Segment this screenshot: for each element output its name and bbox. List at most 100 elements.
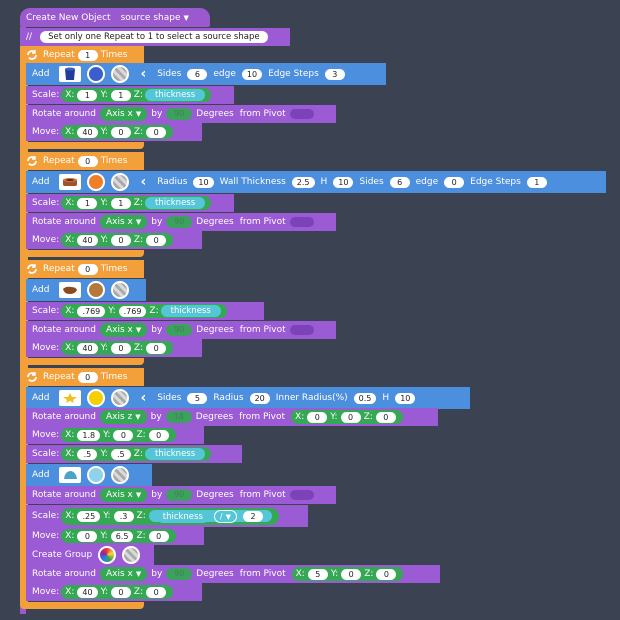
repeat-block-2[interactable]: Repeat 0 Times (20, 152, 144, 170)
rotate-block[interactable]: Rotate around Axis x▼ by 90 Degrees from… (26, 486, 336, 504)
pivot-z-input[interactable]: 0 (375, 411, 396, 423)
color-swatch[interactable] (87, 389, 106, 407)
move-x-input[interactable]: 40 (77, 586, 98, 598)
move-z-input[interactable]: 0 (148, 530, 169, 542)
param-input[interactable]: 20 (249, 392, 270, 404)
move-y-input[interactable]: 6.5 (110, 530, 134, 542)
param-input[interactable]: 0.5 (353, 392, 377, 404)
rotate-block[interactable]: Rotate around Axis x▼ by 90 Degrees from… (26, 565, 440, 583)
param-input[interactable]: 5 (187, 392, 208, 404)
repeat-count-input[interactable]: 0 (77, 155, 98, 167)
repeat-block-1[interactable]: Repeat 1 Times (20, 46, 144, 64)
cap-icon[interactable] (59, 467, 82, 483)
pivot-z-input[interactable]: 0 (376, 568, 397, 580)
pivot-y-input[interactable]: 0 (341, 568, 362, 580)
rotate-block[interactable]: Rotate around Axis z▼ by 18 Degrees from… (26, 408, 438, 426)
color-swatch[interactable] (87, 173, 106, 191)
create-new-object-block[interactable]: Create New Object source shape▼ (20, 8, 210, 27)
divide-operator-block[interactable]: thickness/▼2 (148, 510, 272, 523)
axis-dropdown[interactable]: Axis x▼ (99, 215, 148, 229)
move-x-input[interactable]: 40 (77, 126, 98, 138)
param-input[interactable]: 10 (193, 176, 214, 188)
hole-toggle[interactable] (111, 281, 130, 299)
scale-y-input[interactable]: 1 (110, 89, 131, 101)
scale-x-input[interactable]: .25 (77, 510, 101, 522)
thickness-variable[interactable]: thickness (145, 89, 206, 101)
rotate-block[interactable]: Rotate around Axis x▼ by 90 Degrees from… (26, 213, 336, 231)
chevron-left-icon[interactable]: ‹ (140, 390, 147, 406)
hole-toggle[interactable] (111, 466, 130, 484)
rotate-block[interactable]: Rotate around Axis x▼ by 90 Degrees from… (26, 321, 336, 339)
pivot-slot[interactable] (289, 325, 314, 335)
move-z-input[interactable]: 0 (146, 342, 167, 354)
param-input[interactable]: 10 (395, 392, 416, 404)
move-x-input[interactable]: 0 (77, 530, 98, 542)
color-swatch[interactable] (87, 65, 106, 83)
rotate-block[interactable]: Rotate around Axis x▼ by 90 Degrees from… (26, 105, 336, 123)
repeat-block-3[interactable]: Repeat 0 Times (20, 260, 144, 278)
move-z-input[interactable]: 0 (148, 429, 169, 441)
tube-icon[interactable] (59, 174, 82, 190)
degrees-input[interactable]: 90 (166, 568, 193, 580)
move-y-input[interactable]: 0 (110, 234, 131, 246)
scale-x-input[interactable]: .769 (77, 305, 106, 317)
move-y-input[interactable]: 0 (110, 342, 131, 354)
axis-dropdown[interactable]: Axis x▼ (99, 107, 148, 121)
repeat-count-input[interactable]: 0 (77, 263, 98, 275)
param-input[interactable]: 3 (324, 68, 345, 80)
comment-block[interactable]: // Set only one Repeat to 1 to select a … (20, 28, 290, 46)
star-icon[interactable] (59, 390, 82, 406)
thickness-variable[interactable]: thickness (156, 511, 209, 523)
scale-y-input[interactable]: 1 (110, 197, 131, 209)
scale-y-input[interactable]: .769 (118, 305, 147, 317)
degrees-input[interactable]: 90 (166, 216, 193, 228)
param-input[interactable]: 0 (444, 176, 465, 188)
pivot-slot[interactable] (289, 217, 314, 227)
pivot-slot[interactable] (289, 109, 314, 119)
pivot-x-input[interactable]: 0 (307, 411, 328, 423)
move-y-input[interactable]: 0 (113, 429, 134, 441)
pivot-slot[interactable] (289, 490, 314, 500)
hole-toggle[interactable] (111, 65, 130, 83)
degrees-input[interactable]: 90 (166, 324, 193, 336)
repeat-count-input[interactable]: 0 (77, 371, 98, 383)
degrees-input[interactable]: 90 (166, 489, 193, 501)
scale-y-input[interactable]: .5 (110, 448, 131, 460)
move-x-input[interactable]: 40 (77, 342, 98, 354)
move-z-input[interactable]: 0 (146, 586, 167, 598)
move-z-input[interactable]: 0 (146, 126, 167, 138)
param-input[interactable]: 10 (333, 176, 354, 188)
move-x-input[interactable]: 40 (77, 234, 98, 246)
hole-toggle[interactable] (111, 389, 130, 407)
chevron-left-icon[interactable]: ‹ (140, 174, 147, 190)
chevron-left-icon[interactable]: ‹ (140, 66, 147, 82)
repeat-block-4[interactable]: Repeat 0 Times (20, 368, 144, 386)
param-input[interactable]: 6 (187, 68, 208, 80)
thickness-variable[interactable]: thickness (145, 448, 206, 460)
scale-x-input[interactable]: .5 (77, 448, 98, 460)
move-x-input[interactable]: 1.8 (77, 429, 101, 441)
create-group-block[interactable]: Create Group (26, 545, 154, 565)
hole-toggle[interactable] (111, 173, 130, 191)
param-input[interactable]: 6 (389, 176, 410, 188)
comment-text[interactable]: Set only one Repeat to 1 to select a sou… (40, 31, 268, 43)
add-rock-block[interactable]: Add (26, 279, 146, 301)
rainbow-color-icon[interactable] (98, 546, 117, 564)
shape-dropdown[interactable]: source shape▼ (120, 12, 189, 23)
axis-dropdown[interactable]: Axis z▼ (99, 410, 147, 424)
repeat-count-input[interactable]: 1 (77, 49, 98, 61)
axis-dropdown[interactable]: Axis x▼ (99, 567, 148, 581)
